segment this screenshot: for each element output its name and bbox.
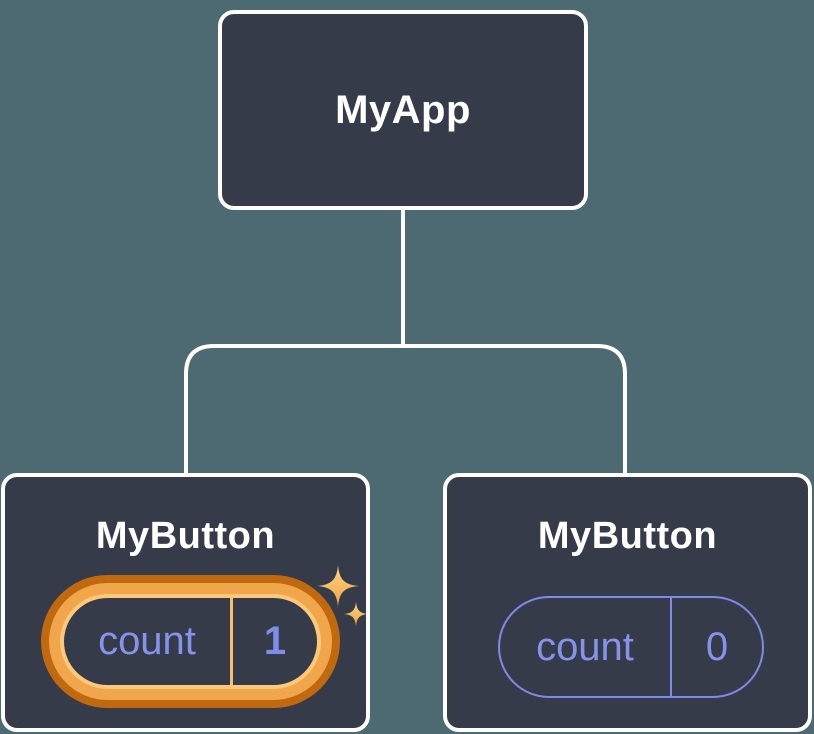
state-name-segment: count xyxy=(64,598,230,685)
state-badge-count-highlighted: count 1 xyxy=(60,594,321,689)
state-value-label: 0 xyxy=(705,624,729,669)
state-name-segment: count xyxy=(500,598,670,696)
state-name-label: count xyxy=(536,624,634,669)
node-myapp: MyApp xyxy=(218,10,588,210)
sparkle-small-icon xyxy=(343,601,369,627)
node-mybutton-left: MyButton count 1 xyxy=(1,473,370,732)
node-myapp-label: MyApp xyxy=(335,87,471,132)
state-value-segment: 0 xyxy=(672,598,762,696)
state-badge-divider xyxy=(230,598,233,685)
node-mybutton-right: MyButton count 0 xyxy=(443,473,812,732)
state-name-label: count xyxy=(98,619,196,663)
sparkle-large-icon xyxy=(317,565,359,607)
state-value-label: 1 xyxy=(263,619,287,663)
children-bracket-line xyxy=(184,344,627,476)
state-value-segment: 1 xyxy=(233,598,317,685)
state-badge-count-normal: count 0 xyxy=(498,596,764,698)
state-badge-divider xyxy=(670,598,672,696)
node-mybutton-right-label: MyButton xyxy=(537,515,718,557)
node-mybutton-left-label: MyButton xyxy=(95,515,276,557)
